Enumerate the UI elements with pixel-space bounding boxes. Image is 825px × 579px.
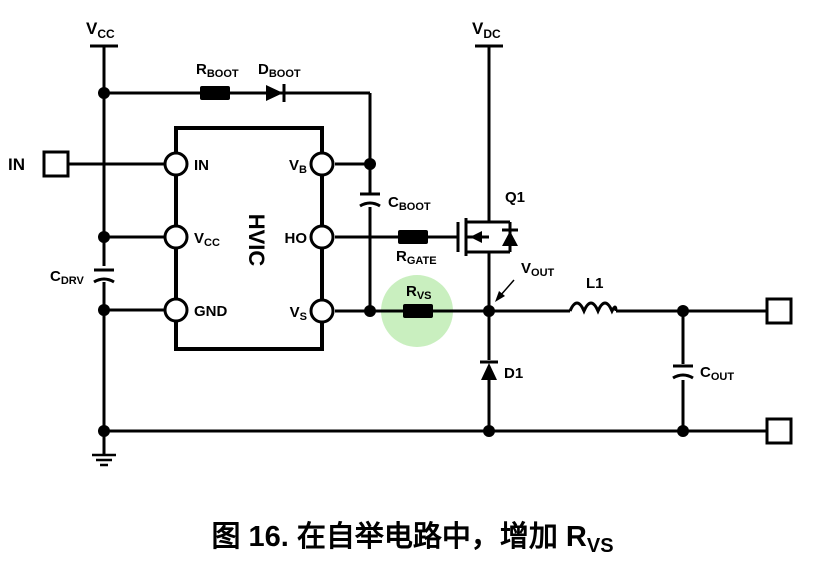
vdc-label: VDC xyxy=(472,19,501,41)
hvic-pin-gnd-label: GND xyxy=(194,303,228,320)
caption-text: 图 16. 在自举电路中，增加 R xyxy=(211,521,587,553)
rvs-resistor xyxy=(403,304,433,318)
pin-ho xyxy=(309,224,335,250)
rgate-resistor xyxy=(398,230,428,244)
vcc-label: VCC xyxy=(86,19,115,41)
pin-vs xyxy=(309,298,335,324)
cboot-capacitor xyxy=(359,192,381,208)
q1-arrow xyxy=(470,231,482,243)
hvic-pin-vb-label: VB xyxy=(289,157,307,176)
hvic-title: HVIC xyxy=(244,214,269,267)
output-terminal xyxy=(765,297,793,325)
pin-vb xyxy=(309,151,335,177)
cdrv-capacitor xyxy=(93,266,115,284)
rvs-label: RVS xyxy=(406,283,432,302)
q1-body-diode xyxy=(502,231,518,246)
hvic-pin-vs-label: VS xyxy=(290,304,307,323)
hvic-pin-ho-label: HO xyxy=(285,230,308,247)
junction-dots xyxy=(98,87,689,437)
l1-inductor xyxy=(568,301,618,315)
q1-label: Q1 xyxy=(505,189,525,206)
dboot-diode xyxy=(266,84,286,102)
cboot-label: CBOOT xyxy=(388,194,431,213)
rboot-label: RBOOT xyxy=(196,61,239,80)
vout-arrow xyxy=(495,279,515,302)
pin-vcc xyxy=(163,224,189,250)
wires xyxy=(68,44,767,455)
d1-label: D1 xyxy=(504,365,523,382)
in-terminal-label: IN xyxy=(8,155,25,174)
figure-caption: 图 16. 在自举电路中，增加 RVS xyxy=(0,513,825,558)
hvic-pin-vcc-label: VCC xyxy=(194,230,220,249)
hvic-pin-in-label: IN xyxy=(194,157,209,174)
pin-gnd xyxy=(163,297,189,323)
l1-label: L1 xyxy=(586,275,604,292)
cdrv-label: CDRV xyxy=(50,268,85,287)
caption-subscript: VS xyxy=(586,535,614,557)
cout-capacitor xyxy=(672,364,694,380)
pin-in xyxy=(163,151,189,177)
dboot-label: DBOOT xyxy=(258,61,301,80)
in-terminal xyxy=(42,150,70,178)
vout-label: VOUT xyxy=(521,260,555,279)
d1-diode xyxy=(480,360,498,380)
cout-label: COUT xyxy=(700,364,734,383)
rboot-resistor xyxy=(200,86,230,100)
rgate-label: RGATE xyxy=(396,248,437,267)
ground-terminal xyxy=(765,417,793,445)
ground-symbol xyxy=(92,453,116,467)
